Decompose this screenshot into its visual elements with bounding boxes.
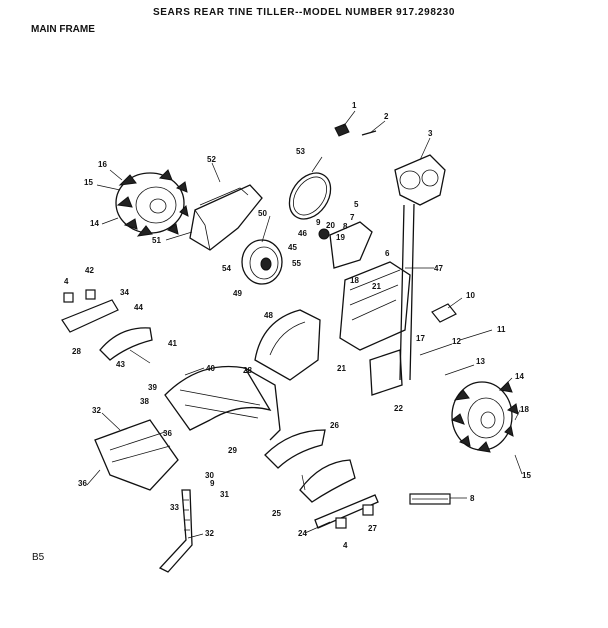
callout-numbers: 1 2 3 53 52 16 15 14 5 7 8 9 20 19 46 50…: [64, 101, 531, 550]
callout-28a: 28: [72, 347, 81, 356]
callout-51: 51: [152, 236, 161, 245]
frame-body-part: [254, 309, 321, 381]
callout-44: 44: [134, 303, 143, 312]
callout-8: 8: [343, 222, 348, 231]
callout-12: 12: [452, 337, 461, 346]
callout-1: 1: [352, 101, 357, 110]
callout-25: 25: [272, 509, 281, 518]
tag-parts: [63, 289, 374, 529]
belt-guard-part: [189, 184, 263, 251]
callout-4b: 4: [343, 541, 348, 550]
callout-6: 6: [385, 249, 390, 258]
small-parts: [318, 123, 457, 323]
right-wheel-part: [450, 381, 519, 453]
callout-17: 17: [416, 334, 425, 343]
callout-14: 14: [90, 219, 99, 228]
callout-36b: 36: [78, 479, 87, 488]
callout-14b: 14: [515, 372, 524, 381]
callout-46: 46: [298, 229, 307, 238]
callout-19: 19: [336, 233, 345, 242]
callout-41: 41: [168, 339, 177, 348]
callout-36a: 36: [163, 429, 172, 438]
callout-50: 50: [258, 209, 267, 218]
rear-flap-part: [94, 419, 179, 491]
tine-hood-left-part: [61, 299, 153, 361]
callout-24: 24: [298, 529, 307, 538]
diagram-title: SEARS REAR TINE TILLER--MODEL NUMBER 917…: [153, 7, 455, 18]
bracket-assembly-part: [329, 221, 411, 396]
leader-lines: [86, 110, 523, 539]
callout-52: 52: [207, 155, 216, 164]
callout-10: 10: [466, 291, 475, 300]
callout-55: 55: [292, 259, 301, 268]
callout-48: 48: [264, 311, 273, 320]
callout-40: 40: [206, 364, 215, 373]
callout-31: 31: [220, 490, 229, 499]
callout-33: 33: [170, 503, 179, 512]
decal-part: [409, 493, 451, 505]
callout-11: 11: [497, 325, 506, 334]
callout-15: 15: [84, 178, 93, 187]
depth-stake-part: [158, 489, 193, 573]
callout-20: 20: [326, 221, 335, 230]
callout-16: 16: [98, 160, 107, 169]
page-code: B5: [32, 552, 45, 563]
callout-39: 39: [148, 383, 157, 392]
callout-9: 9: [316, 218, 321, 227]
callout-4a: 4: [64, 277, 69, 286]
callout-18a: 18: [350, 276, 359, 285]
callout-13: 13: [476, 357, 485, 366]
callout-26: 26: [330, 421, 339, 430]
callout-28b: 28: [243, 366, 252, 375]
callout-53: 53: [296, 147, 305, 156]
callout-8b: 8: [470, 494, 475, 503]
left-wheel-part: [115, 169, 189, 237]
callout-21a: 21: [372, 282, 381, 291]
callout-32a: 32: [92, 406, 101, 415]
callout-21b: 21: [337, 364, 346, 373]
callout-34: 34: [120, 288, 129, 297]
side-shield-part: [264, 429, 326, 469]
callout-9b: 9: [210, 479, 215, 488]
callout-30: 30: [205, 471, 214, 480]
callout-32b: 32: [205, 529, 214, 538]
pulley-part: [241, 239, 283, 285]
callout-2: 2: [384, 112, 389, 121]
tine-shield-part: [164, 365, 281, 441]
callout-38: 38: [140, 397, 149, 406]
callout-3: 3: [428, 129, 433, 138]
callout-27: 27: [368, 524, 377, 533]
callout-18b: 18: [520, 405, 529, 414]
callout-15b: 15: [522, 471, 531, 480]
section-title: MAIN FRAME: [31, 24, 95, 35]
callout-29: 29: [228, 446, 237, 455]
callout-22: 22: [394, 404, 403, 413]
callout-43: 43: [116, 360, 125, 369]
callout-5: 5: [354, 200, 359, 209]
callout-45: 45: [288, 243, 297, 252]
callout-49: 49: [233, 289, 242, 298]
callout-7: 7: [350, 213, 355, 222]
callout-54: 54: [222, 264, 231, 273]
drive-belt-part: [288, 172, 332, 220]
lower-cover-part: [299, 459, 379, 529]
callout-47: 47: [434, 264, 443, 273]
callout-42: 42: [85, 266, 94, 275]
